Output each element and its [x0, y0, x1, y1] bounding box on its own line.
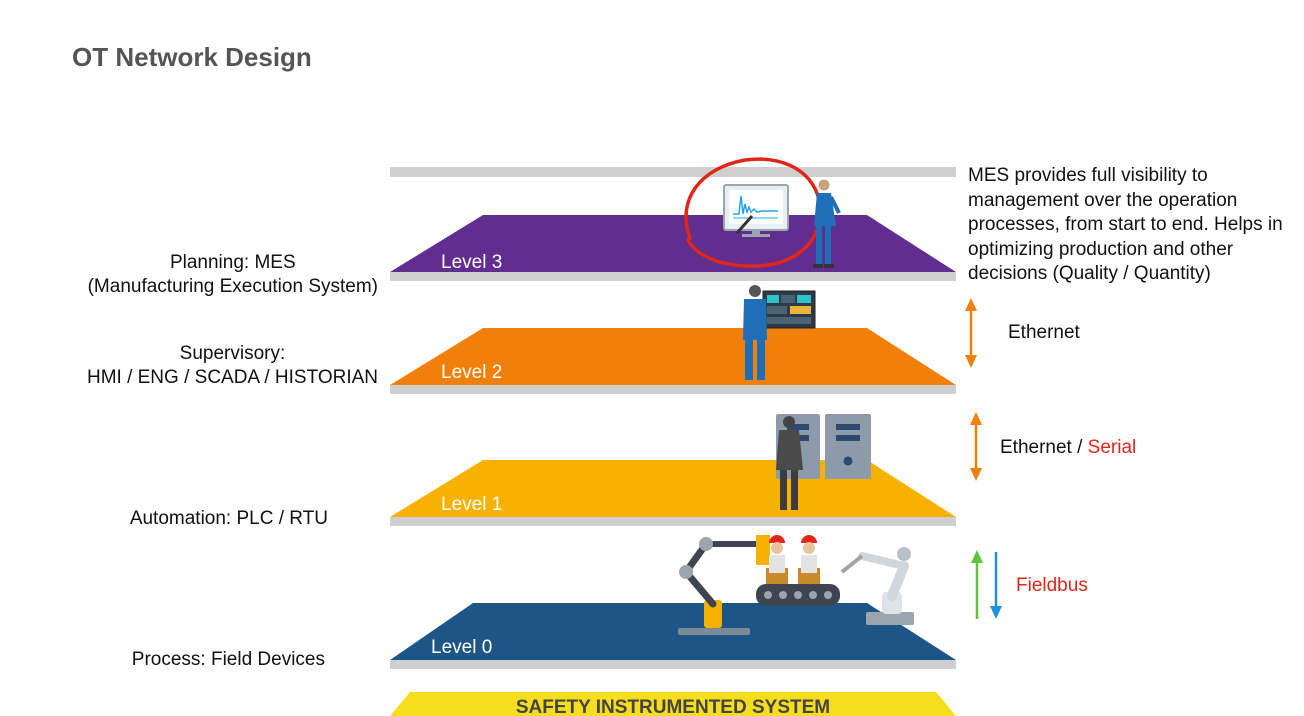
- level-0-platform: Level 0: [390, 603, 956, 669]
- level-1-description: Automation: PLC / RTU: [129, 508, 328, 529]
- connection-label-ethernet-serial: Ethernet / Serial: [1000, 437, 1137, 458]
- level-1-platform: Level 1: [390, 460, 956, 526]
- level-0-description: Process: Field Devices: [131, 649, 325, 670]
- level-2-platform: Level 2: [390, 328, 956, 394]
- technician-person-icon: [776, 416, 803, 510]
- fieldbus-arrows-icon: [971, 550, 1002, 619]
- dashboard-screen-icon: [762, 290, 816, 329]
- connection-label-ethernet: Ethernet: [1008, 322, 1080, 343]
- conveyor-icon: [756, 568, 840, 606]
- safety-system-bar: SAFETY INSTRUMENTED SYSTEM: [390, 692, 956, 716]
- mes-description: MES provides full visibility to manageme…: [968, 165, 1283, 284]
- connection-label-fieldbus: Fieldbus: [1016, 575, 1088, 596]
- operator-person-icon: [743, 285, 767, 380]
- safety-system-label: SAFETY INSTRUMENTED SYSTEM: [516, 697, 830, 716]
- top-separator-bar: [390, 167, 956, 177]
- level-2-label: Level 2: [441, 362, 502, 383]
- page-title: OT Network Design: [72, 42, 312, 72]
- robot-arm-icon: [678, 535, 770, 635]
- worker-icon: [769, 535, 817, 573]
- presenter-person-icon: [813, 179, 841, 268]
- level-3-platform: Level 3: [390, 215, 956, 281]
- level-3-description: Planning: MES (Manufacturing Execution S…: [87, 252, 378, 297]
- level-3-label: Level 3: [441, 252, 502, 273]
- ethernet-arrow-icon: [965, 298, 977, 368]
- level-2-description: Supervisory: HMI / ENG / SCADA / HISTORI…: [86, 343, 378, 388]
- level-0-label: Level 0: [431, 637, 492, 658]
- robot-arm-icon: [840, 547, 914, 625]
- ethernet-serial-arrow-icon: [970, 412, 982, 481]
- monitor-chart-icon: [723, 184, 789, 237]
- level-1-label: Level 1: [441, 494, 502, 515]
